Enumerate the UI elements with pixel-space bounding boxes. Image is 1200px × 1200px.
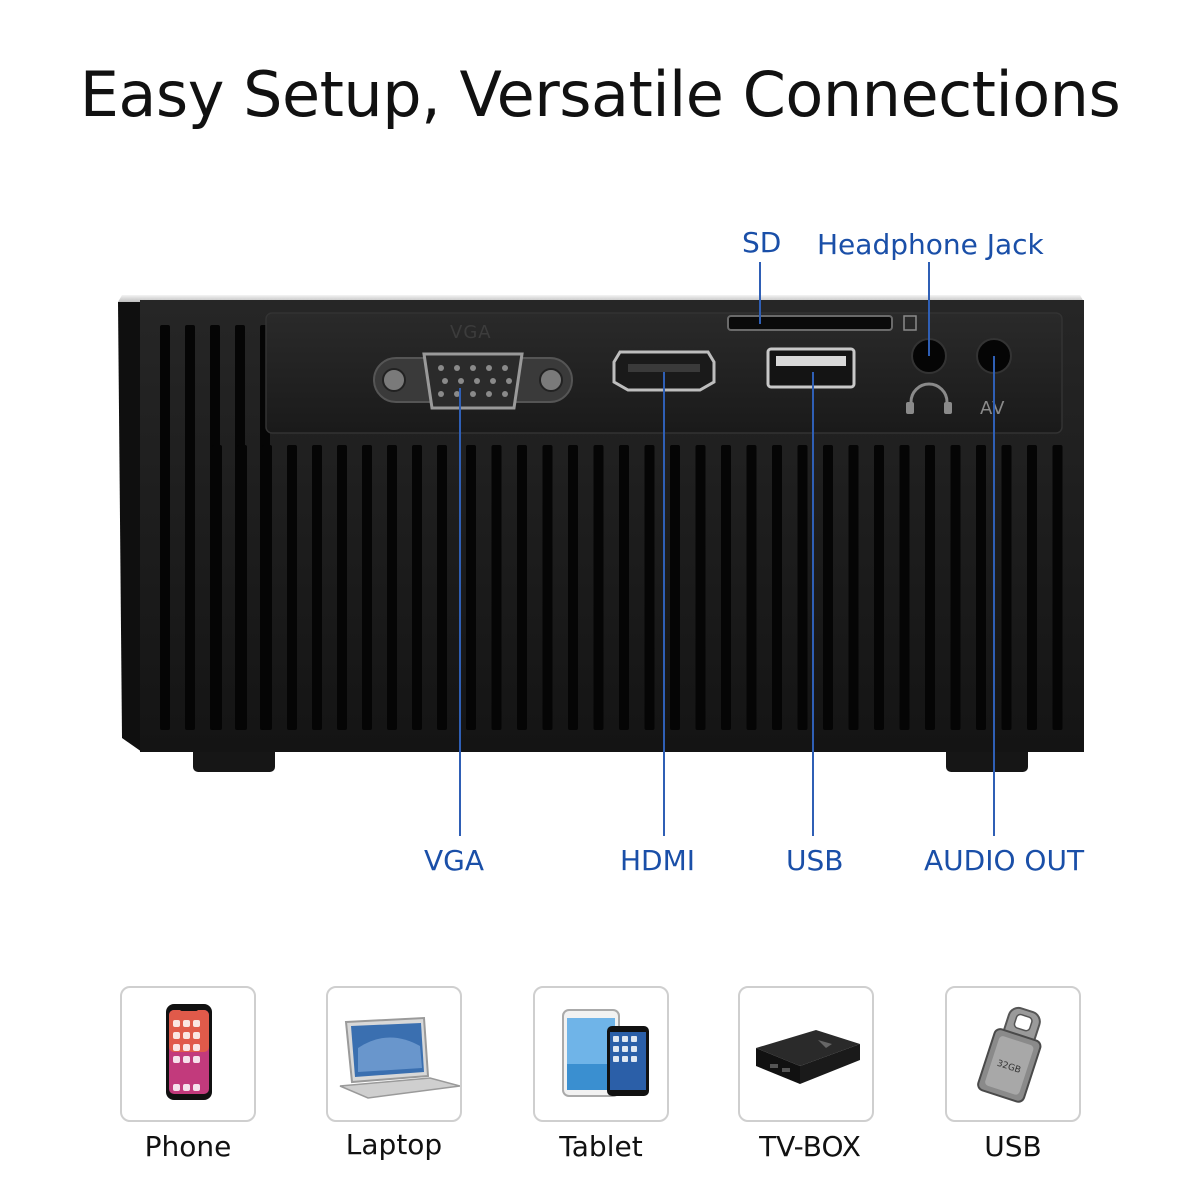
vent-slot <box>797 445 808 730</box>
vent-slot <box>387 445 397 730</box>
vent-slot <box>237 445 247 730</box>
vent-slot <box>772 445 782 730</box>
hdmi-callout: HDMI <box>620 844 696 877</box>
hdmi-port <box>612 350 716 392</box>
sd-slot <box>727 315 917 331</box>
phone-caption: Phone <box>144 1130 232 1163</box>
vent-slot <box>644 445 655 730</box>
vent-slot <box>848 445 859 730</box>
tablet-caption: Tablet <box>559 1130 643 1163</box>
vga-callout: VGA <box>424 844 485 877</box>
vent-slot <box>976 445 986 730</box>
vga-port <box>373 352 573 410</box>
vga-pin <box>470 365 476 371</box>
vent-slot <box>874 445 884 730</box>
vent-slot <box>899 445 910 730</box>
vent-slot <box>517 445 527 730</box>
vent-slot <box>491 445 502 730</box>
tablet-icon <box>562 1009 649 1097</box>
vent-slot <box>1001 445 1012 730</box>
vga-print: VGA <box>450 322 492 343</box>
vga-pin <box>454 391 460 397</box>
vent-slot <box>619 445 629 730</box>
hdmi-leader-line <box>663 372 665 836</box>
laptop-tile <box>326 986 462 1122</box>
tv-box-tile <box>738 986 874 1122</box>
vent-slot <box>287 445 297 730</box>
vent-slot <box>337 445 347 730</box>
audio-out-leader-line <box>993 356 995 836</box>
vga-pin <box>502 391 508 397</box>
sd-callout: SD <box>742 226 782 259</box>
headphone-callout: Headphone Jack <box>817 228 1044 261</box>
vga-pin <box>438 365 444 371</box>
vent-slot <box>823 445 833 730</box>
projector-rear-view <box>118 295 1084 772</box>
tv-box-icon <box>756 1030 860 1084</box>
phone-tile <box>120 986 256 1122</box>
vga-pin <box>454 365 460 371</box>
vent-slot <box>695 445 706 730</box>
vga-pin <box>470 391 476 397</box>
sd-leader-line <box>759 262 761 324</box>
smartphone-icon <box>166 1004 212 1100</box>
vent-slot <box>1052 445 1063 730</box>
vent-grille <box>160 325 1063 730</box>
vent-slot <box>950 445 961 730</box>
vga-leader-line <box>459 388 461 836</box>
vent-slot <box>593 445 604 730</box>
usb-tile: 32GB <box>945 986 1081 1122</box>
vga-pin <box>442 378 448 384</box>
vent-slot <box>412 445 422 730</box>
vent-slot <box>670 445 680 730</box>
vent-slot <box>542 445 553 730</box>
vent-slot <box>262 445 272 730</box>
usb-leader-line <box>812 372 814 836</box>
vent-slot <box>721 445 731 730</box>
vent-slot <box>185 325 195 730</box>
vga-pin <box>458 378 464 384</box>
vga-pin <box>486 391 492 397</box>
vent-slot <box>312 445 322 730</box>
vga-pin <box>438 391 444 397</box>
vent-slot <box>925 445 935 730</box>
headline: Easy Setup, Versatile Connections <box>79 58 1121 131</box>
tv-box-caption: TV-BOX <box>759 1130 861 1163</box>
vent-slot <box>466 445 476 730</box>
usb-drive-icon: 32GB <box>977 1006 1042 1103</box>
vent-slot <box>1027 445 1037 730</box>
side-face <box>118 302 142 752</box>
vent-slot <box>362 445 372 730</box>
vga-pin <box>502 365 508 371</box>
vga-pin <box>506 378 512 384</box>
vent-slot <box>746 445 757 730</box>
vent-slot <box>212 445 222 730</box>
audio-out-callout: AUDIO OUT <box>924 844 1085 877</box>
laptop-caption: Laptop <box>345 1128 443 1161</box>
vent-slot <box>160 325 170 730</box>
usb-callout: USB <box>786 844 844 877</box>
vga-pin <box>486 365 492 371</box>
tablet-tile <box>533 986 669 1122</box>
vga-pin <box>474 378 480 384</box>
usb-caption: USB <box>984 1130 1042 1163</box>
av-print: AV <box>980 398 1005 419</box>
vent-slot <box>568 445 578 730</box>
usb-port <box>766 347 856 389</box>
laptop-icon <box>339 1016 461 1099</box>
headphone-leader-line <box>928 262 930 356</box>
vga-pin <box>490 378 496 384</box>
vent-slot <box>437 445 447 730</box>
